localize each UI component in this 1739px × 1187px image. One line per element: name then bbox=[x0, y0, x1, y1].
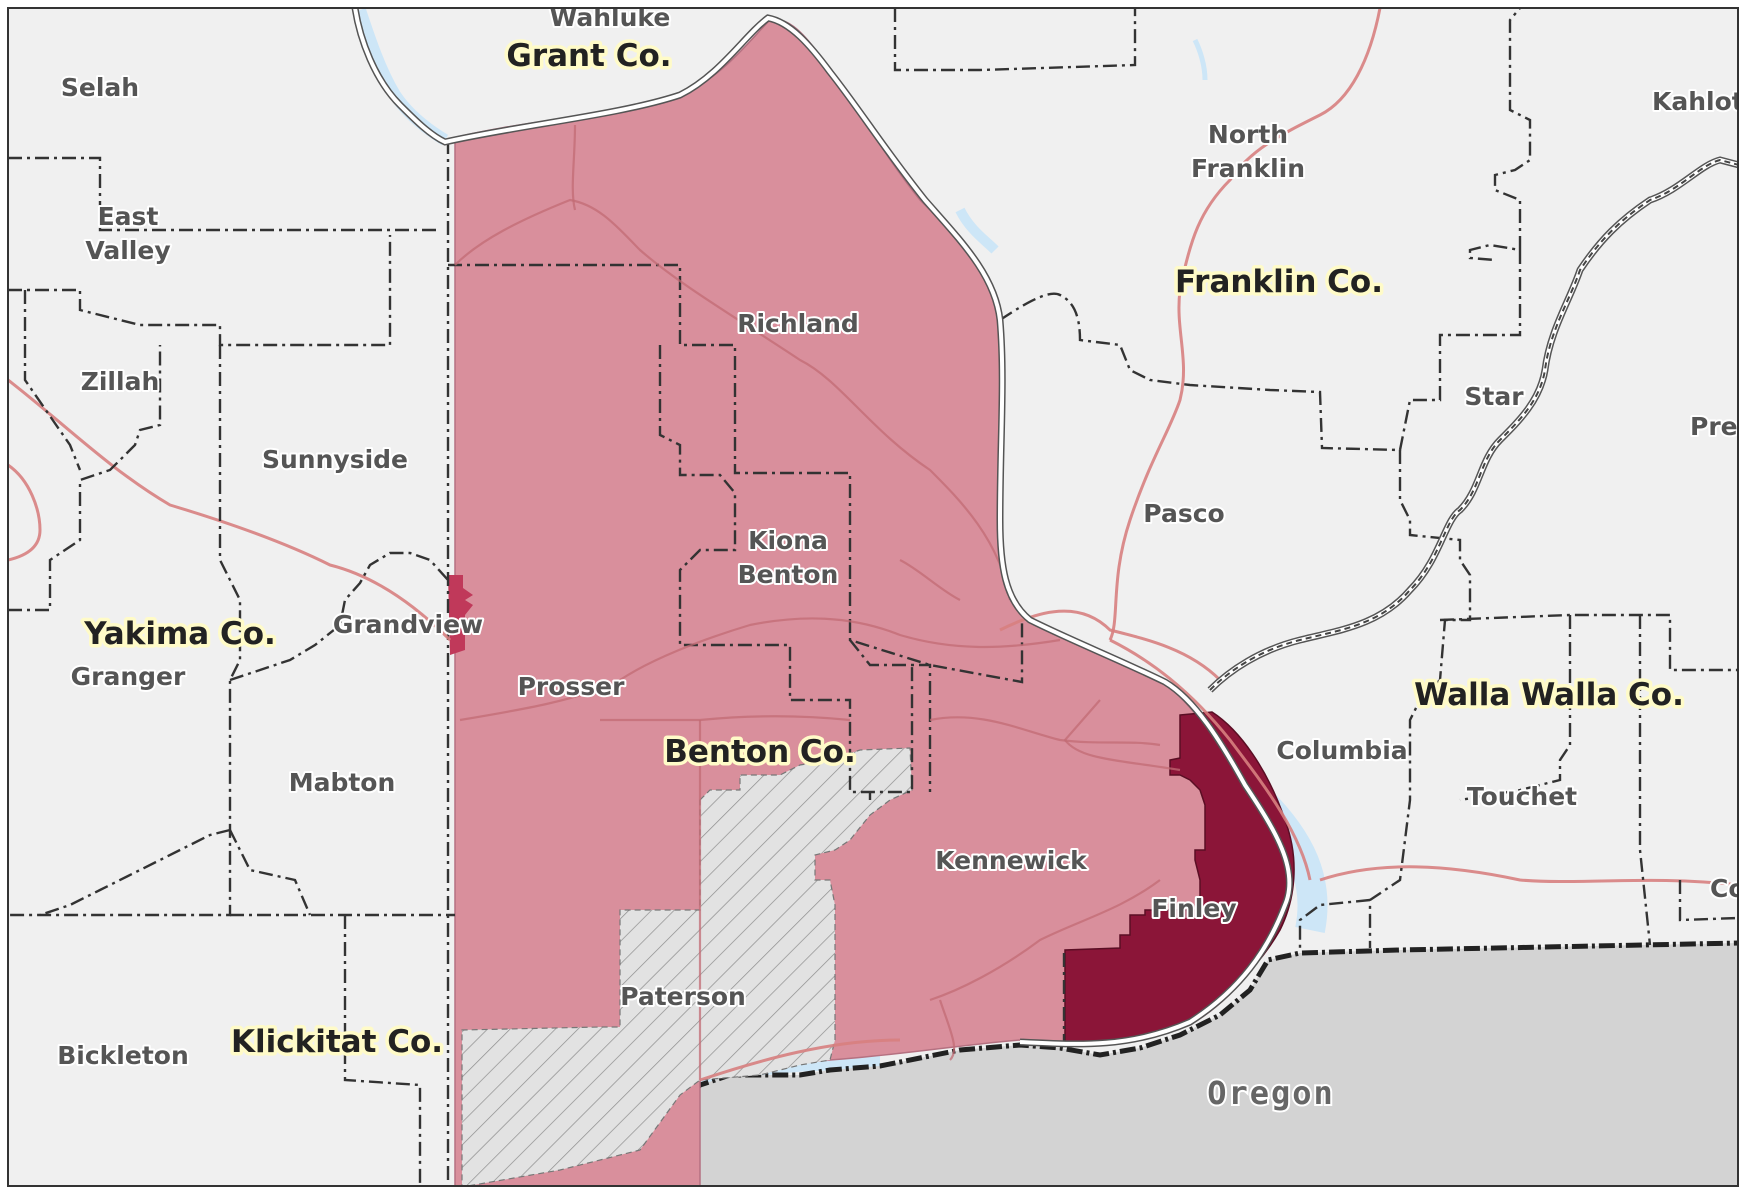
label-richland: Richland bbox=[737, 309, 859, 338]
label-touchet: Touchet bbox=[1467, 782, 1577, 811]
label-benton-county: Benton Co. bbox=[664, 734, 856, 770]
label-wahluke: Wahluke bbox=[550, 3, 671, 32]
label-franklin-county: Franklin Co. bbox=[1175, 264, 1383, 300]
label-columbia: Columbia bbox=[1276, 736, 1407, 765]
county-labels: Grant Co. Yakima Co. Klickitat Co. Bento… bbox=[80, 35, 1688, 1064]
label-bickleton: Bickleton bbox=[57, 1041, 189, 1070]
label-finley: Finley bbox=[1151, 894, 1236, 923]
grandview-sliver-area bbox=[448, 575, 473, 655]
label-grant-county: Grant Co. bbox=[506, 38, 671, 74]
label-granger: Granger bbox=[71, 662, 186, 691]
label-mabton: Mabton bbox=[289, 768, 396, 797]
district-boundaries bbox=[446, 140, 1066, 1187]
label-zillah: Zillah bbox=[81, 367, 160, 396]
river-lines bbox=[351, 8, 1739, 1048]
paterson-no-data-area bbox=[461, 747, 913, 1187]
oregon-area bbox=[455, 943, 1739, 1187]
label-college-place: College Place bbox=[1710, 874, 1739, 903]
label-selah: Selah bbox=[61, 73, 139, 102]
county-boundaries bbox=[8, 8, 1739, 1187]
label-star: Star bbox=[1464, 382, 1524, 411]
label-kahlotus: Kahlotus bbox=[1652, 87, 1739, 116]
map-border bbox=[7, 7, 1739, 1187]
label-grandview: Grandview bbox=[333, 610, 483, 639]
label-oregon: Oregon bbox=[1207, 1074, 1335, 1112]
label-paterson: Paterson bbox=[620, 982, 746, 1011]
label-prosser: Prosser bbox=[518, 672, 626, 701]
label-pasco: Pasco bbox=[1143, 499, 1224, 528]
label-kennewick: Kennewick bbox=[935, 846, 1088, 875]
label-walla-walla-county: Walla Walla Co. bbox=[1414, 677, 1684, 713]
label-yakima-county: Yakima Co. bbox=[83, 616, 276, 652]
label-klickitat-county: Klickitat Co. bbox=[231, 1024, 443, 1060]
roads-layer bbox=[8, 8, 1739, 1082]
label-sunnyside: Sunnyside bbox=[262, 445, 408, 474]
label-prescott: Prescott bbox=[1690, 412, 1739, 441]
